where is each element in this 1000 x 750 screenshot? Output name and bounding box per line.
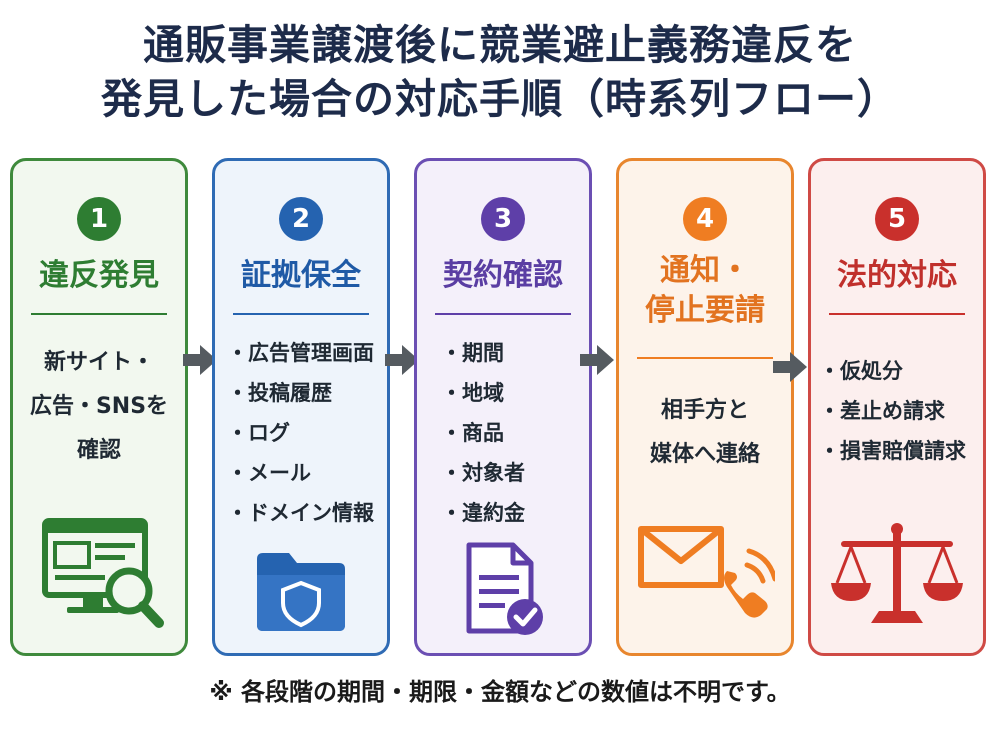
step-title: 契約確認 xyxy=(443,258,563,293)
step-item-list: ・仮処分 ・差止め請求 ・損害賠償請求 xyxy=(819,351,966,471)
document-check-icon xyxy=(466,542,543,635)
arrow-right-icon xyxy=(385,345,419,375)
step-1-card: 1 違反発見 新サイト・ 広告・SNSを 確認 xyxy=(10,158,188,656)
divider xyxy=(829,313,965,315)
step-4-card: 4 通知・ 停止要請 相手方と 媒体へ連絡 xyxy=(616,158,794,656)
list-item: ・損害賠償請求 xyxy=(819,439,966,463)
list-item: ・ドメイン情報 xyxy=(227,501,374,525)
arrow-right-icon xyxy=(183,345,217,375)
step-number-badge: 5 xyxy=(875,197,919,241)
list-item: ・期間 xyxy=(441,341,504,365)
divider xyxy=(435,313,571,315)
list-item: ・広告管理画面 xyxy=(227,341,374,365)
monitor-magnifier-icon xyxy=(42,518,164,628)
list-item: ・差止め請求 xyxy=(819,399,945,423)
list-item: ・メール xyxy=(227,461,311,485)
step-item-list: ・広告管理画面 ・投稿履歴 ・ログ ・メール ・ドメイン情報 xyxy=(227,333,374,533)
divider xyxy=(31,313,167,315)
step-3-card: 3 契約確認 ・期間 ・地域 ・商品 ・対象者 ・違約金 xyxy=(414,158,592,656)
step-description: 相手方と 媒体へ連絡 xyxy=(649,398,760,467)
list-item: ・投稿履歴 xyxy=(227,381,332,405)
arrow-right-icon xyxy=(773,352,807,382)
step-5-card: 5 法的対応 ・仮処分 ・差止め請求 ・損害賠償請求 xyxy=(808,158,986,656)
list-item: ・ログ xyxy=(227,421,290,445)
folder-shield-icon xyxy=(257,553,345,631)
list-item: ・商品 xyxy=(441,421,504,445)
step-title: 証拠保全 xyxy=(241,258,361,293)
step-number-badge: 1 xyxy=(77,197,121,241)
list-item: ・違約金 xyxy=(441,501,525,525)
step-title: 違反発見 xyxy=(39,258,159,293)
page-title: 通販事業譲渡後に競業避止義務違反を 発見した場合の対応手順（時系列フロー） xyxy=(0,18,1000,126)
step-title: 通知・ 停止要請 xyxy=(645,253,765,328)
step-description: 新サイト・ 広告・SNSを 確認 xyxy=(29,350,169,463)
title-line-1: 通販事業譲渡後に競業避止義務違反を xyxy=(143,21,857,69)
step-item-list: ・期間 ・地域 ・商品 ・対象者 ・違約金 xyxy=(441,333,525,533)
list-item: ・仮処分 xyxy=(819,359,903,383)
divider xyxy=(637,357,773,359)
step-number-badge: 3 xyxy=(481,197,525,241)
step-number-badge: 2 xyxy=(279,197,323,241)
divider xyxy=(233,313,369,315)
envelope-phone-icon xyxy=(638,526,775,618)
scales-icon xyxy=(831,523,963,623)
arrow-right-icon xyxy=(580,345,614,375)
step-2-card: 2 証拠保全 ・広告管理画面 ・投稿履歴 ・ログ ・メール ・ドメイン情報 xyxy=(212,158,390,656)
step-title: 法的対応 xyxy=(837,258,957,293)
list-item: ・対象者 xyxy=(441,461,525,485)
step-number-badge: 4 xyxy=(683,197,727,241)
footnote: ※ 各段階の期間・期限・金額などの数値は不明です。 xyxy=(209,678,791,706)
list-item: ・地域 xyxy=(441,381,504,405)
title-line-2: 発見した場合の対応手順（時系列フロー） xyxy=(101,75,899,123)
